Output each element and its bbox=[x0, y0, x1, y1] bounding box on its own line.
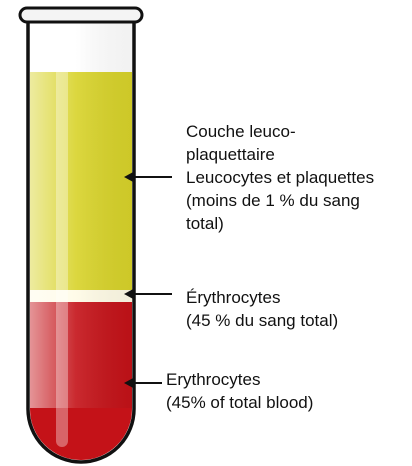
glass-shading bbox=[30, 22, 132, 408]
tube-rim bbox=[20, 8, 142, 22]
erythrocytes-en-label: Erythrocytes (45% of total blood) bbox=[166, 368, 313, 414]
buffy-coat-label: Couche leuco- plaquettaire Leucocytes et… bbox=[186, 120, 374, 235]
erythrocytes-fr-label: Érythrocytes (45 % du sang total) bbox=[186, 286, 338, 332]
glass-highlight-icon bbox=[56, 22, 68, 447]
